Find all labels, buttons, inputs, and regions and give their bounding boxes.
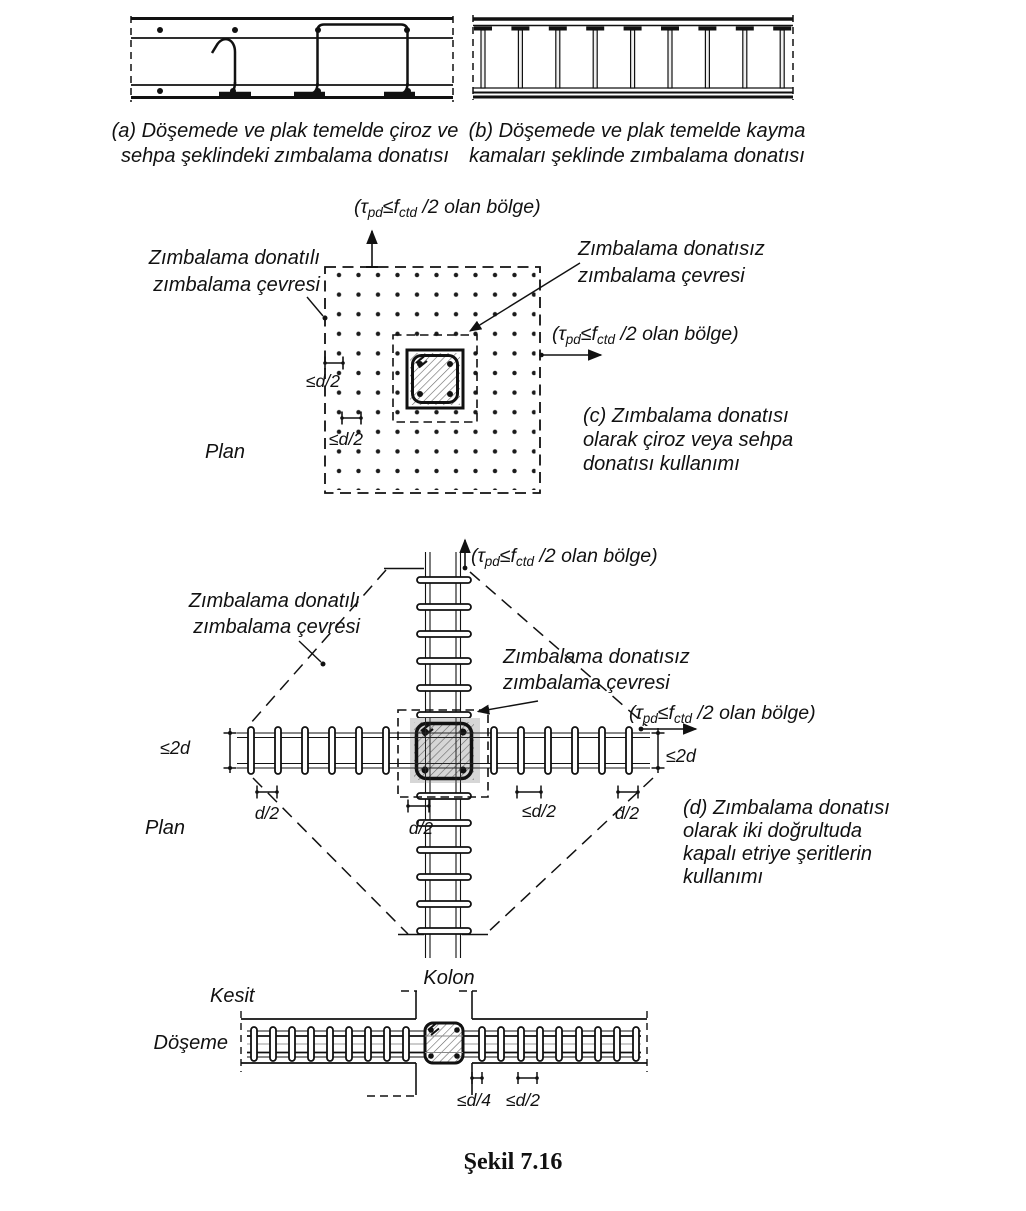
unreinforced-perimeter-label-c: Zımbalama donatısız zımbalama çevresi — [578, 238, 765, 287]
drawing-c-plan — [306, 229, 603, 494]
unreinforced-perimeter-outline-c — [392, 334, 478, 423]
sehpa-bar — [316, 23, 409, 85]
leader-unreinforced-c — [468, 262, 581, 332]
figure-caption: Şekil 7.16 — [463, 1149, 563, 1175]
reinforced-perimeter-label-d: Zımbalama donatılı zımbalama çevresi — [188, 590, 360, 638]
dim-le-d2-label-d: ≤d/2 — [522, 801, 556, 821]
drawing-b-shear-studs — [472, 15, 794, 100]
caption-a-line2: sehpa şeklindeki zımbalama donatısı — [121, 145, 449, 167]
plan-label-c: Plan — [205, 441, 246, 463]
caption-c: (c) Zımbalama donatısı olarak çiroz veya… — [583, 405, 794, 475]
tau-region-label-d-right: (τpd≤fctd /2 olan bölge) — [629, 702, 816, 726]
horizontal-strip-stirrups — [247, 726, 633, 775]
dim-d2-label-center: d/2 — [408, 818, 434, 838]
section-stirrups — [250, 1026, 640, 1062]
tau-region-label-d-top: (τpd≤fctd /2 olan bölge) — [471, 545, 658, 569]
drawing-section — [240, 990, 648, 1097]
caption-b-line2: kamaları şeklinde zımbalama donatısı — [469, 145, 805, 167]
drawing-d-plan — [223, 538, 698, 958]
dim-le-d2-label-section: ≤d/2 — [506, 1090, 540, 1110]
column-stirrup-c — [411, 354, 459, 404]
tau-region-label-c-top: (τpd≤fctd /2 olan bölge) — [354, 196, 541, 220]
plan-label-d: Plan — [145, 817, 186, 839]
caption-d: (d) Zımbalama donatısı olarak iki doğrul… — [683, 797, 890, 888]
caption-b-line1: (b) Döşemede ve plak temelde kayma — [468, 120, 806, 142]
vertical-strip-stirrups — [416, 576, 472, 935]
slab-label: Döşeme — [153, 1032, 228, 1054]
dim-le-d4-label: ≤d/4 — [457, 1090, 491, 1110]
reinforced-perimeter-label-c: Zımbalama donatılı zımbalama çevresi — [148, 247, 320, 296]
caption-a: (a) Döşemede ve plak temelde çiroz ve se… — [85, 119, 485, 169]
dim-spacing-marks-section — [470, 1072, 539, 1084]
dim-le-2d-label-right: ≤2d — [666, 746, 696, 766]
stud-row — [474, 26, 792, 89]
dim-le-2d-label-left: ≤2d — [160, 738, 190, 758]
dim-le-2d-marks — [223, 728, 665, 773]
column-stirrup-section — [423, 1021, 465, 1065]
unreinforced-perimeter-outline-d — [397, 709, 489, 798]
drawing-a-ciroz-sehpa — [130, 16, 454, 102]
reinforced-perimeter-outline-c — [324, 266, 541, 494]
dim-le-d2-label-c1: ≤d/2 — [306, 371, 340, 391]
leader-unreinforced-d — [476, 700, 539, 715]
caption-a-line1: (a) Döşemede ve plak temelde çiroz ve — [111, 120, 459, 142]
column-stirrup-d — [414, 721, 474, 781]
dim-spacing-marks-d — [255, 785, 640, 813]
tau-region-label-c-right: (τpd≤fctd /2 olan bölge) — [552, 323, 739, 347]
leader-reinforced-d — [298, 640, 322, 663]
rebar-dots — [157, 27, 411, 94]
caption-b: (b) Döşemede ve plak temelde kayma kamal… — [458, 119, 816, 169]
unreinforced-perimeter-label-d: Zımbalama donatısız zımbalama çevresi — [503, 646, 690, 694]
dim-le-d2-label-c2: ≤d/2 — [329, 429, 363, 449]
column-label: Kolon — [423, 967, 475, 989]
dim-d2-label-right: d/2 — [614, 803, 640, 823]
ciroz-hook — [210, 37, 237, 85]
leader-reinforced-c — [306, 296, 324, 317]
dim-le-d2-marks-c — [323, 356, 363, 425]
section-label: Kesit — [210, 985, 255, 1007]
dim-d2-label-left: d/2 — [254, 803, 280, 823]
reinforced-perimeter-diamond-d — [249, 569, 654, 935]
